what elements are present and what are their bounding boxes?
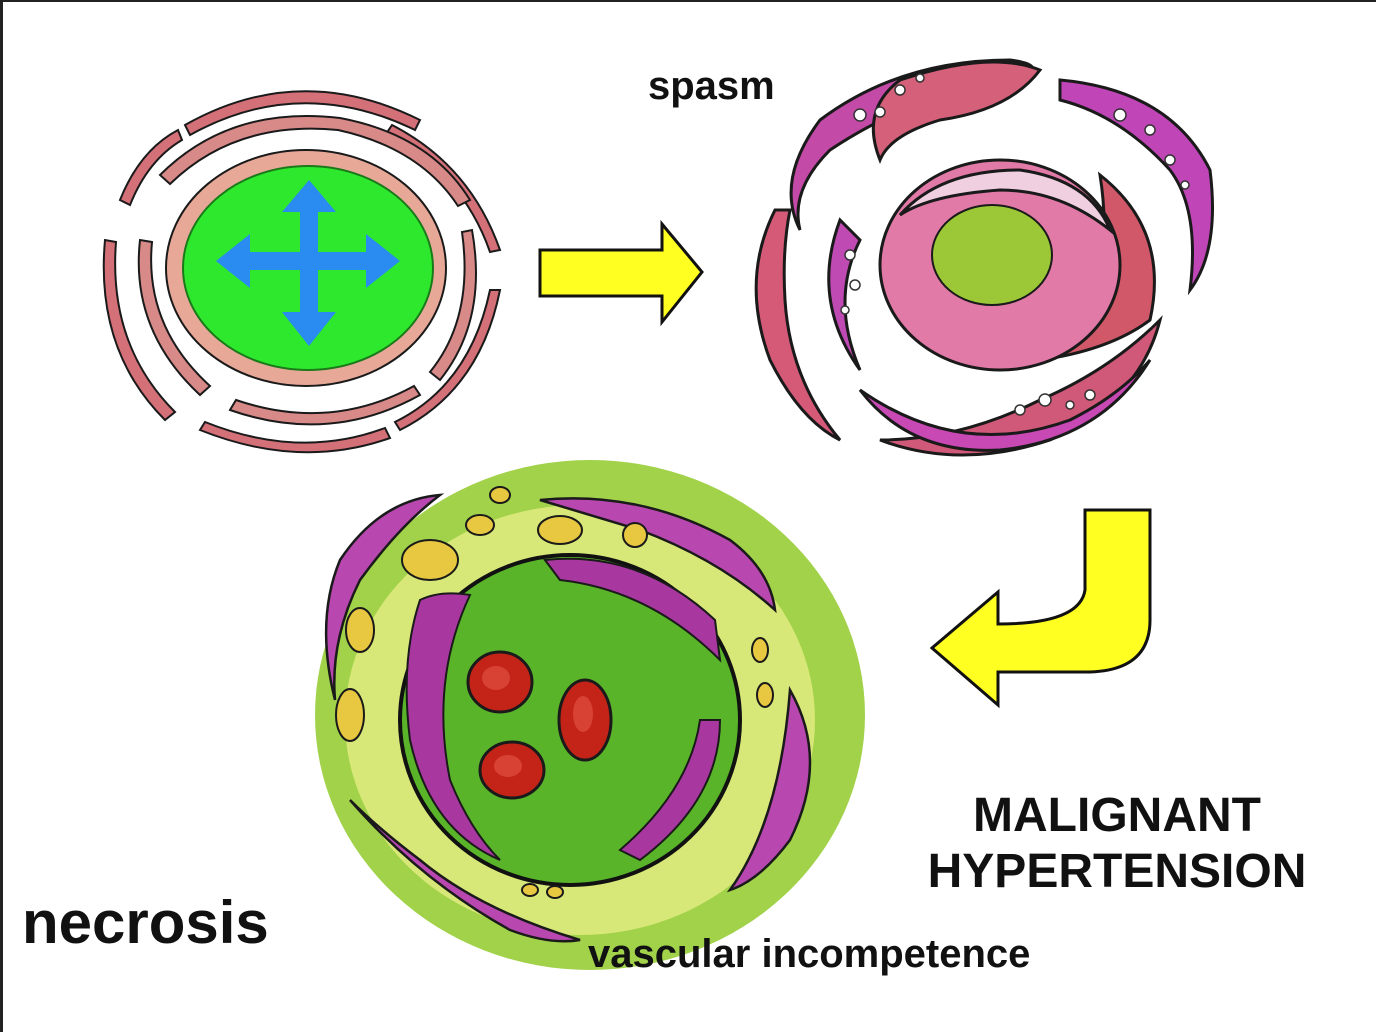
outer-arc <box>118 128 184 207</box>
malignant-hypertension-label: MALIGNANT HYPERTENSION <box>912 788 1322 900</box>
outer-arc <box>393 289 502 432</box>
necrosis-label: necrosis <box>22 889 269 956</box>
spasm-muscle-cell <box>827 217 862 371</box>
outer-arc <box>198 420 392 454</box>
spasm-label: spasm <box>648 64 775 108</box>
necrosis-muscle-cell <box>324 493 445 701</box>
spasm-vessel <box>754 58 1214 457</box>
outer-arc <box>102 238 177 422</box>
middle-ring-segment <box>428 228 477 382</box>
dilated-vessel <box>102 90 502 454</box>
inner-muscle-cell <box>405 592 501 861</box>
middle-ring-segment <box>228 384 422 426</box>
vacuoles <box>840 73 1190 416</box>
inner-muscle-cell <box>618 719 722 862</box>
malignant-line-2: HYPERTENSION <box>927 845 1307 898</box>
necrosis-muscle-cell <box>539 497 777 614</box>
spasm-lumen <box>931 204 1053 306</box>
middle-ring-segment <box>158 115 472 208</box>
dilation-arrows-icon <box>216 180 400 346</box>
middle-ring-segment <box>137 238 212 397</box>
inner-muscle-cell <box>543 557 722 663</box>
necrosis-muscle-cell <box>726 685 812 893</box>
arrow-curved-left-icon <box>929 508 1152 709</box>
spasm-muscle-cell <box>1058 78 1214 296</box>
spasm-muscle-cell <box>754 208 842 442</box>
spasm-inner-band <box>898 168 1114 235</box>
necrosis-muscle-cell <box>349 799 581 943</box>
yellow-vacuoles <box>335 486 774 899</box>
malignant-line-1: MALIGNANT <box>973 789 1261 842</box>
spasm-muscle-cell <box>871 60 1043 165</box>
arrow-right-icon <box>538 219 704 327</box>
spasm-muscle-cell <box>858 359 1152 452</box>
outer-arc <box>183 90 422 137</box>
necrotic-vessel <box>315 460 865 970</box>
vascular-incompetence-label: vascular incompetence <box>588 932 1031 976</box>
